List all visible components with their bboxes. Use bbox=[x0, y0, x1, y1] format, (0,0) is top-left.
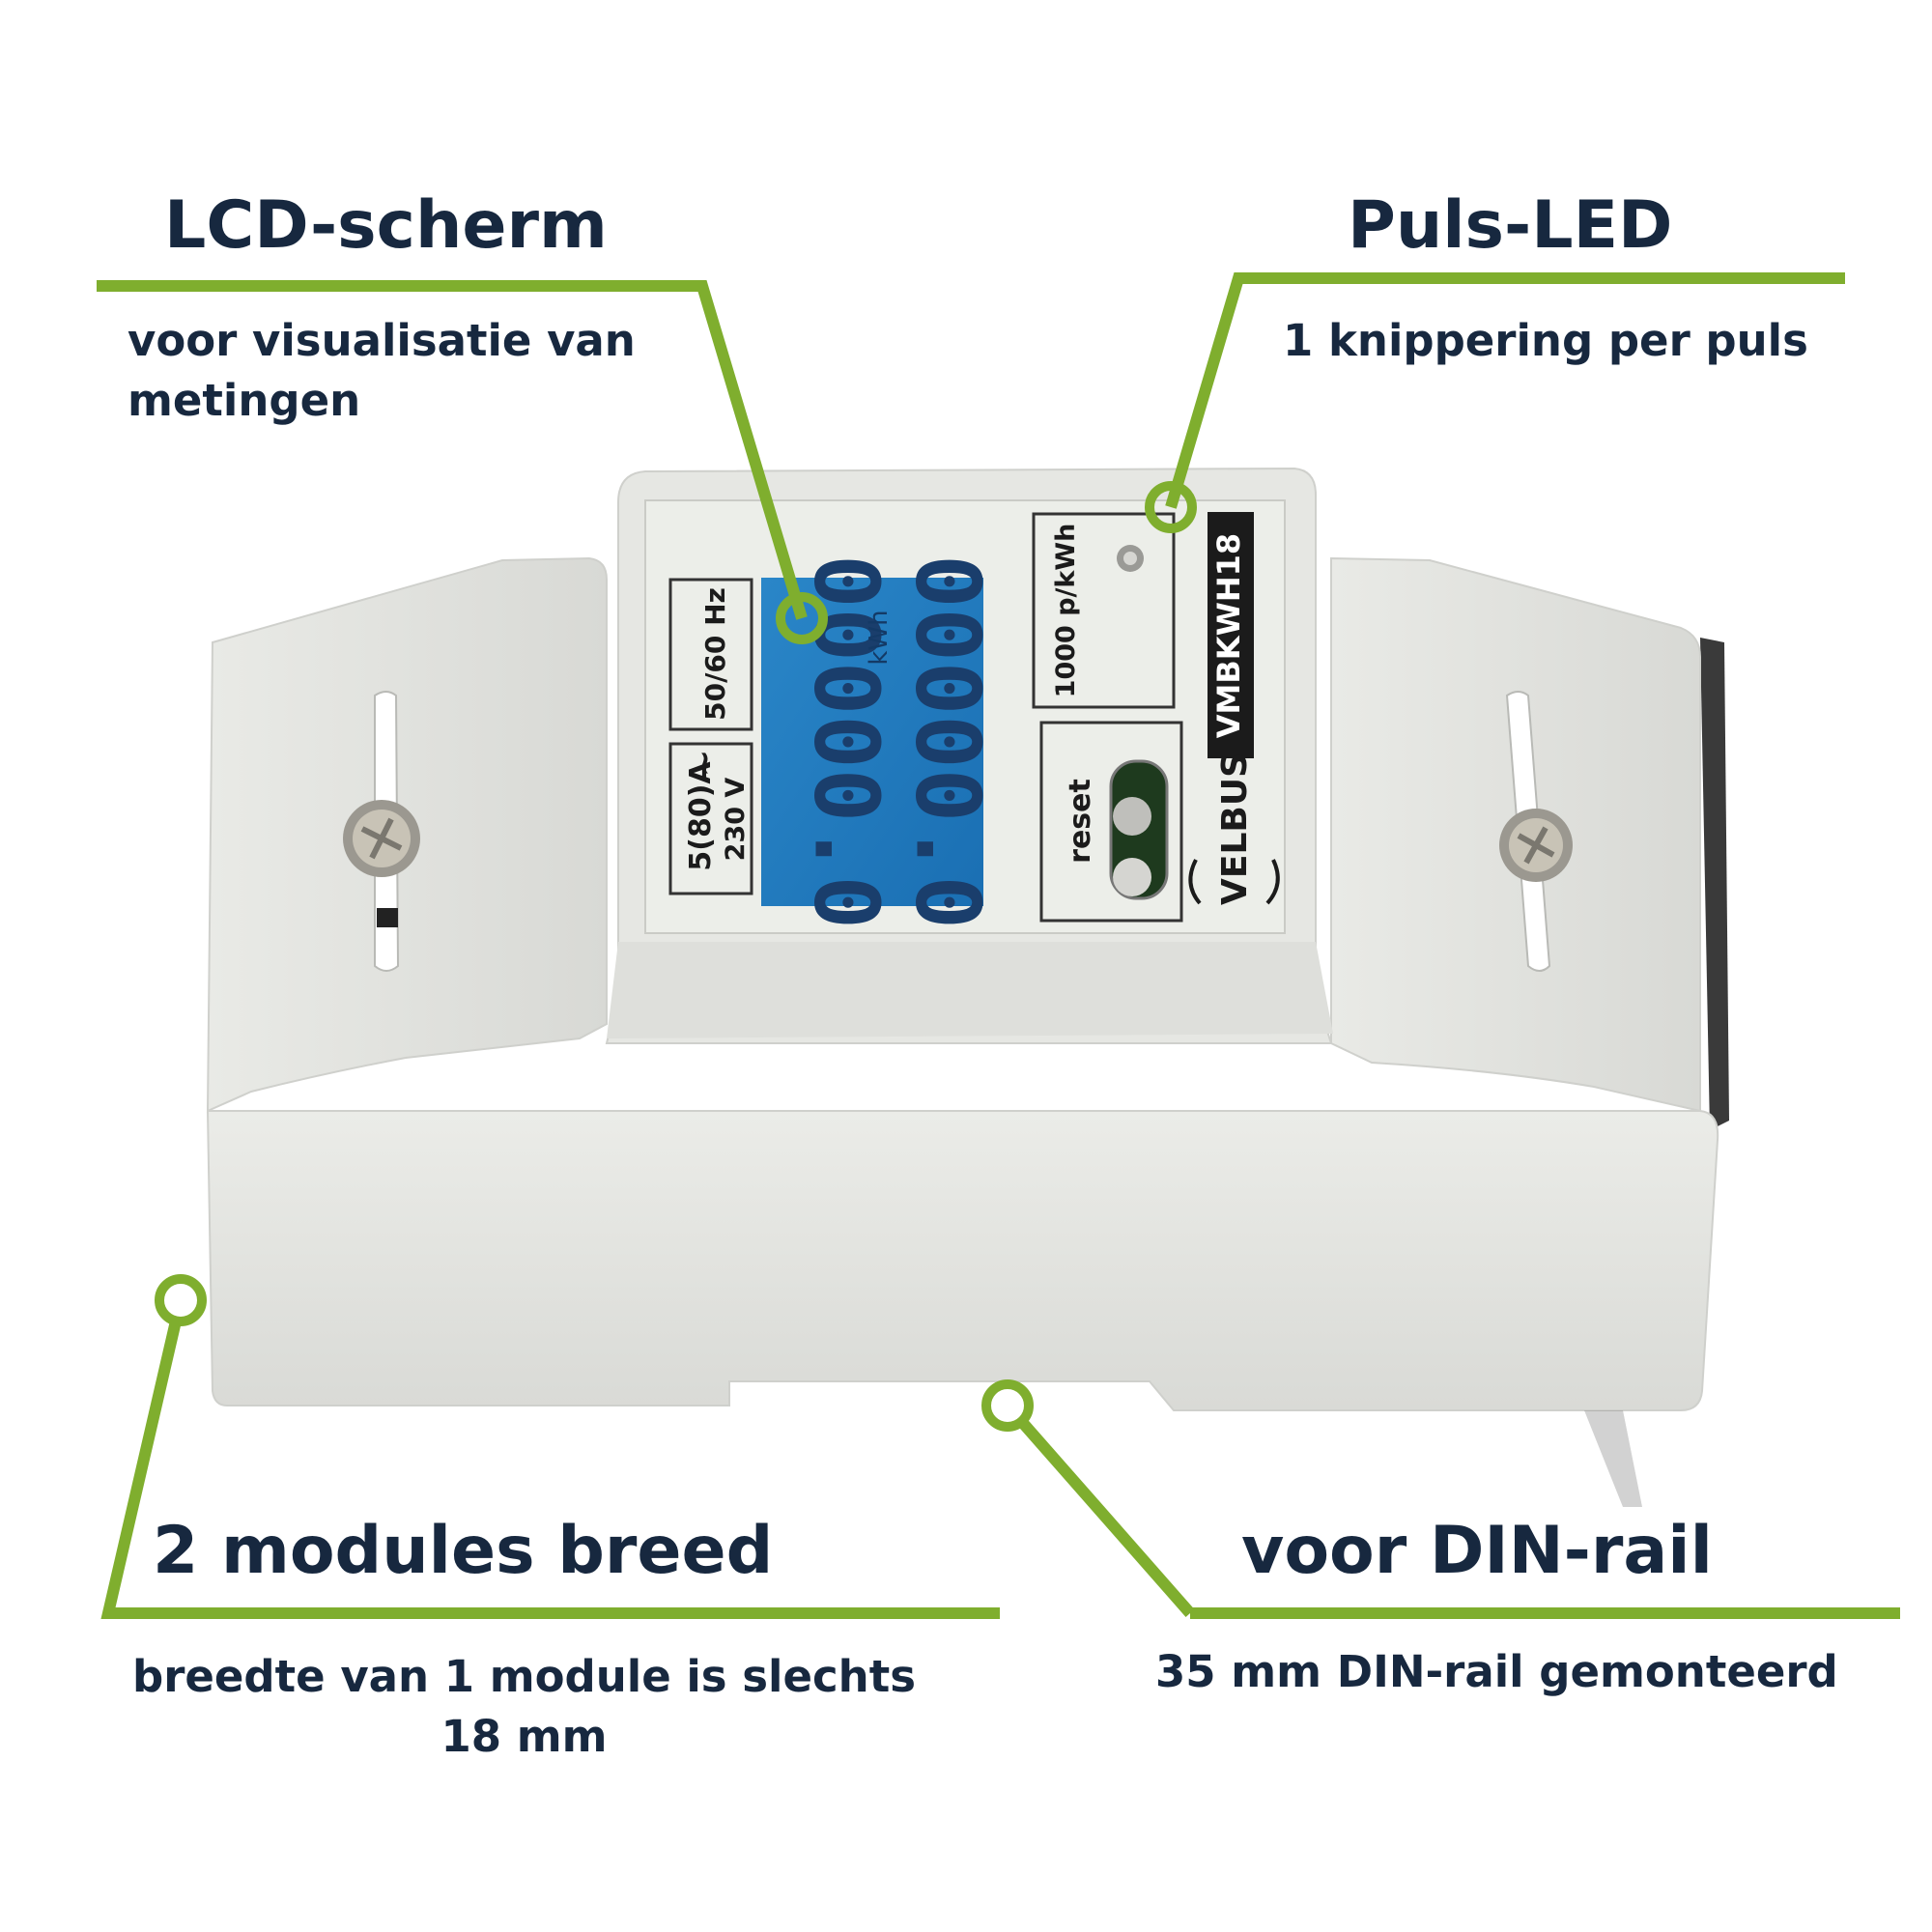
velbus-logo: VELBUS bbox=[1188, 753, 1280, 905]
rating-labels: 50/60 Hz 5(80)A ~ 230 V bbox=[668, 578, 753, 895]
reset-label: reset bbox=[1064, 779, 1097, 864]
frequency-label: 50/60 Hz bbox=[699, 587, 731, 721]
led-callout-subtitle: 1 knippering per puls bbox=[1283, 315, 1808, 366]
pulse-led-panel: 1000 p/kWh bbox=[1032, 512, 1176, 709]
lcd-screen: 00000.0 00000.0 kWh bbox=[761, 554, 1000, 929]
callout-lines bbox=[97, 272, 1900, 1619]
left-terminal-screw bbox=[343, 691, 420, 972]
ac-symbol: ~ bbox=[685, 750, 724, 778]
modules-callout-line bbox=[100, 1298, 1000, 1619]
din-callout-subtitle: 35 mm DIN-rail gemonteerd bbox=[1155, 1646, 1838, 1697]
din-marker-icon bbox=[981, 1379, 1034, 1432]
model-strip: VMBKWH18 bbox=[1208, 512, 1254, 758]
display-unit: kWh bbox=[865, 610, 894, 665]
din-callout-diagonal bbox=[1003, 1402, 1195, 1617]
lcd-callout-subtitle: voor visualisatie van metingen bbox=[128, 315, 636, 427]
led-callout-line bbox=[1165, 272, 1845, 509]
voltage-label: 230 V bbox=[721, 778, 751, 862]
callout-markers bbox=[155, 481, 1197, 1432]
led-callout-title: Puls-LED bbox=[1348, 187, 1673, 264]
current-rating-label: 5(80)A bbox=[684, 761, 718, 871]
lcd-callout-title: LCD-scherm bbox=[164, 187, 608, 264]
reset-panel: reset bbox=[1039, 721, 1183, 923]
brand-label: VELBUS bbox=[1215, 753, 1255, 905]
din-callout-title: voor DIN-rail bbox=[1241, 1513, 1713, 1589]
modules-callout-subtitle: breedte van 1 module is slechts 18 mm bbox=[77, 1647, 971, 1767]
modules-marker-icon bbox=[155, 1274, 207, 1326]
display-reading-1: 00000.0 bbox=[795, 554, 898, 929]
model-label: VMBKWH18 bbox=[1210, 533, 1247, 738]
display-reading-2: 00000.0 bbox=[896, 554, 1000, 929]
modules-callout-title: 2 modules breed bbox=[153, 1513, 774, 1589]
modules-subtitle-line-1: breedte van 1 module is slechts bbox=[131, 1651, 916, 1702]
right-terminal-screw bbox=[1499, 691, 1573, 972]
lcd-marker-icon bbox=[776, 592, 828, 644]
lcd-callout-line bbox=[97, 280, 808, 620]
pulse-rate-label: 1000 p/kWh bbox=[1051, 524, 1081, 698]
modules-subtitle-line-2: 18 mm bbox=[440, 1711, 608, 1763]
reset-button[interactable] bbox=[1113, 797, 1151, 836]
led-marker-icon bbox=[1145, 481, 1197, 533]
